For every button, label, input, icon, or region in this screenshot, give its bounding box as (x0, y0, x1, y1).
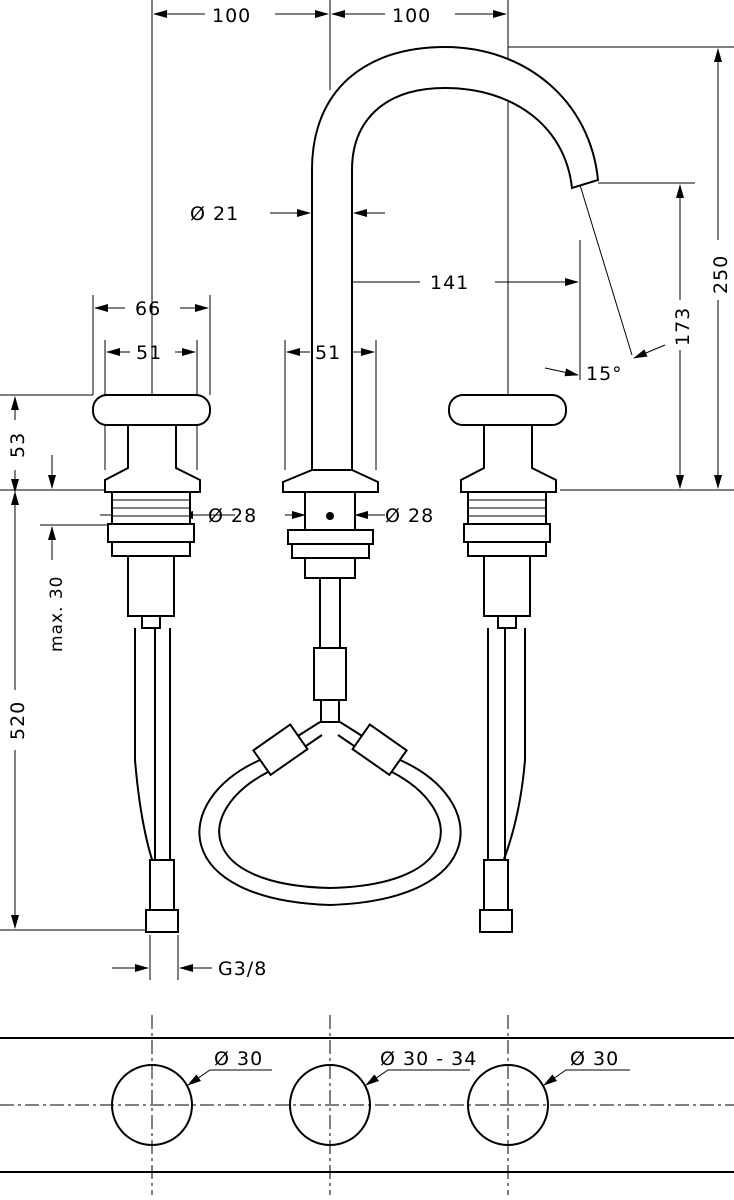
dim-spout-reach: 141 (430, 272, 469, 294)
dim-top-right: 100 (392, 5, 431, 27)
dim-connection-thread: G3/8 (218, 958, 267, 980)
spout (282, 45, 600, 723)
dim-handle-base: 51 (136, 342, 162, 364)
dim-spout-diameter: Ø 21 (190, 203, 239, 225)
dim-spout-height: 173 (672, 307, 694, 346)
dim-left-thread: Ø 28 (208, 505, 257, 527)
dim-top-left: 100 (212, 5, 251, 27)
plan-right-hole: Ø 30 (570, 1048, 619, 1070)
left-handle (92, 394, 211, 629)
dim-handle-height: 53 (7, 432, 29, 458)
dim-hose-length: 520 (7, 701, 29, 740)
dim-handle-width: 66 (135, 298, 161, 320)
dim-center-thread: Ø 28 (385, 505, 434, 527)
dim-max-thickness: max. 30 (47, 576, 67, 652)
dim-spout-angle: 15° (586, 363, 623, 385)
plan-left-hole: Ø 30 (214, 1048, 263, 1070)
plan-center-hole: Ø 30 - 34 (380, 1048, 477, 1070)
plan-view (0, 1015, 734, 1195)
right-handle (448, 394, 567, 629)
dim-spout-base: 51 (315, 342, 341, 364)
dim-total-height: 250 (710, 255, 732, 294)
hoses (134, 628, 526, 933)
